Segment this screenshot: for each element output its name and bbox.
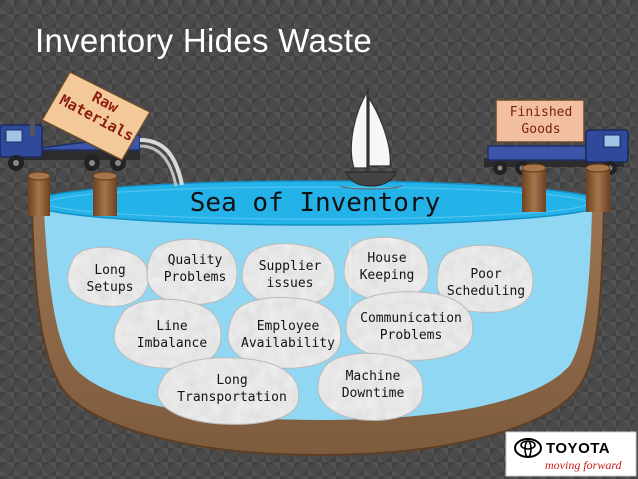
toyota-emblem-icon (514, 438, 542, 458)
rock-poor-scheduling (436, 244, 534, 313)
toyota-tagline: moving forward (545, 458, 622, 472)
rock-long-setups (67, 246, 149, 307)
rock-employee-availability (227, 296, 342, 369)
page-title: Inventory Hides Waste (35, 22, 373, 59)
rock-quality-problems (146, 238, 238, 305)
rock-long-transportation (157, 357, 300, 425)
pouring-stream (139, 138, 184, 186)
finished-goods-sign (495, 99, 585, 143)
raw-materials-sign (40, 71, 152, 161)
rock-communication-problems (345, 291, 474, 361)
toyota-brand-text: TOYOTA (546, 440, 611, 457)
sailboat (339, 88, 403, 190)
rock-machine-downtime (317, 352, 424, 421)
sea-of-inventory-label: Sea of Inventory (189, 188, 441, 218)
pilings (27, 163, 611, 216)
rocks (67, 236, 534, 425)
rock-supplier-issues (241, 243, 336, 307)
finished-goods-truck (484, 129, 629, 175)
